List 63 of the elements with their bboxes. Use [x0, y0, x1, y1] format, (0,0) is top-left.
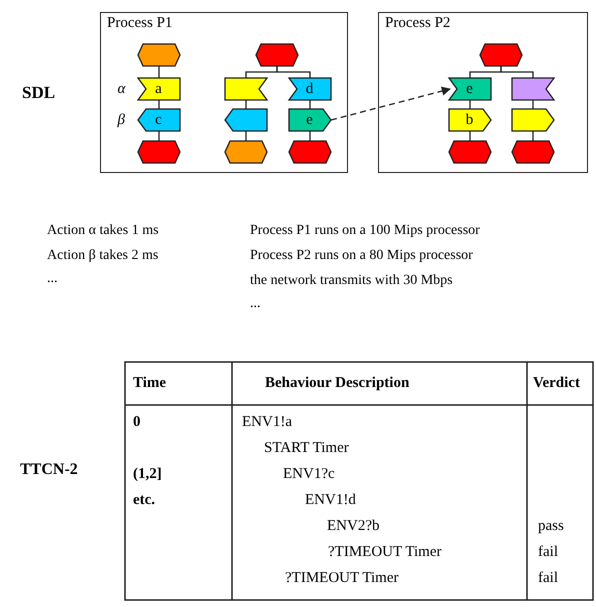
input-signal-symbol — [512, 78, 554, 100]
input-signal-symbol — [224, 78, 266, 100]
output-signal-symbol — [224, 108, 266, 130]
input-signal-symbol: e — [448, 78, 490, 100]
table-cell: ?TIMEOUT Timer — [328, 543, 442, 561]
table-cell: 0 — [133, 413, 140, 431]
flow-line — [158, 100, 160, 109]
flow-line — [532, 100, 534, 109]
table-cell: ENV1?c — [283, 465, 335, 483]
table-cell: (1,2] — [133, 465, 162, 483]
table-cell: ENV2?b — [327, 517, 380, 535]
flow-line — [158, 131, 160, 141]
table-cell: pass — [538, 517, 564, 535]
flow-line — [245, 100, 247, 109]
table-header: Behaviour Description — [265, 374, 410, 392]
table-cell: etc. — [133, 491, 156, 509]
state-symbol — [288, 140, 330, 162]
action-letter: α — [118, 80, 126, 98]
state-symbol — [256, 44, 298, 66]
state-symbol — [224, 140, 266, 162]
flow-line — [469, 100, 471, 109]
process-title: Process P2 — [385, 14, 450, 32]
note-text: Process P2 runs on a 80 Mips processor — [250, 247, 473, 265]
flow-line — [469, 131, 471, 141]
note-text: Action α takes 1 ms — [47, 222, 159, 240]
note-text: Action β takes 2 ms — [47, 247, 158, 265]
output-signal-symbol: c — [138, 108, 180, 130]
input-signal-symbol: d — [288, 78, 330, 100]
process-box — [378, 12, 588, 173]
table-header: Verdict — [533, 374, 580, 392]
state-symbol — [448, 140, 490, 162]
flow-line — [158, 66, 160, 78]
state-symbol — [512, 140, 554, 162]
table-header: Time — [133, 374, 166, 392]
note-text: ... — [47, 270, 58, 288]
flow-line — [309, 100, 311, 109]
table-cell: ENV1!d — [305, 491, 356, 509]
state-symbol — [138, 140, 180, 162]
state-symbol — [138, 44, 180, 66]
section-label: SDL — [22, 84, 56, 102]
input-signal-symbol: a — [138, 78, 180, 100]
signal-arrow — [330, 86, 451, 121]
output-signal-symbol: b — [448, 108, 490, 130]
flow-line — [532, 131, 534, 141]
note-text: the network transmits with 30 Mbps — [250, 272, 453, 290]
action-letter: β — [118, 110, 125, 128]
flow-line — [309, 131, 311, 141]
output-signal-symbol: e — [288, 108, 330, 130]
flow-line — [245, 131, 247, 141]
process-title: Process P1 — [107, 14, 172, 32]
process-box — [100, 12, 348, 173]
table-cell: ENV1!a — [242, 413, 292, 431]
flow-line — [276, 66, 311, 78]
note-text: ... — [250, 295, 260, 313]
note-text: Process P1 runs on a 100 Mips processor — [250, 222, 480, 240]
flow-line — [500, 66, 534, 78]
table-cell: START Timer — [264, 439, 349, 457]
table-cell: fail — [538, 569, 558, 587]
table-cell: ?TIMEOUT Timer — [285, 569, 398, 587]
section-label: TTCN-2 — [20, 461, 78, 479]
table-cell: fail — [538, 543, 558, 561]
output-signal-symbol — [512, 108, 554, 130]
state-symbol — [480, 44, 522, 66]
